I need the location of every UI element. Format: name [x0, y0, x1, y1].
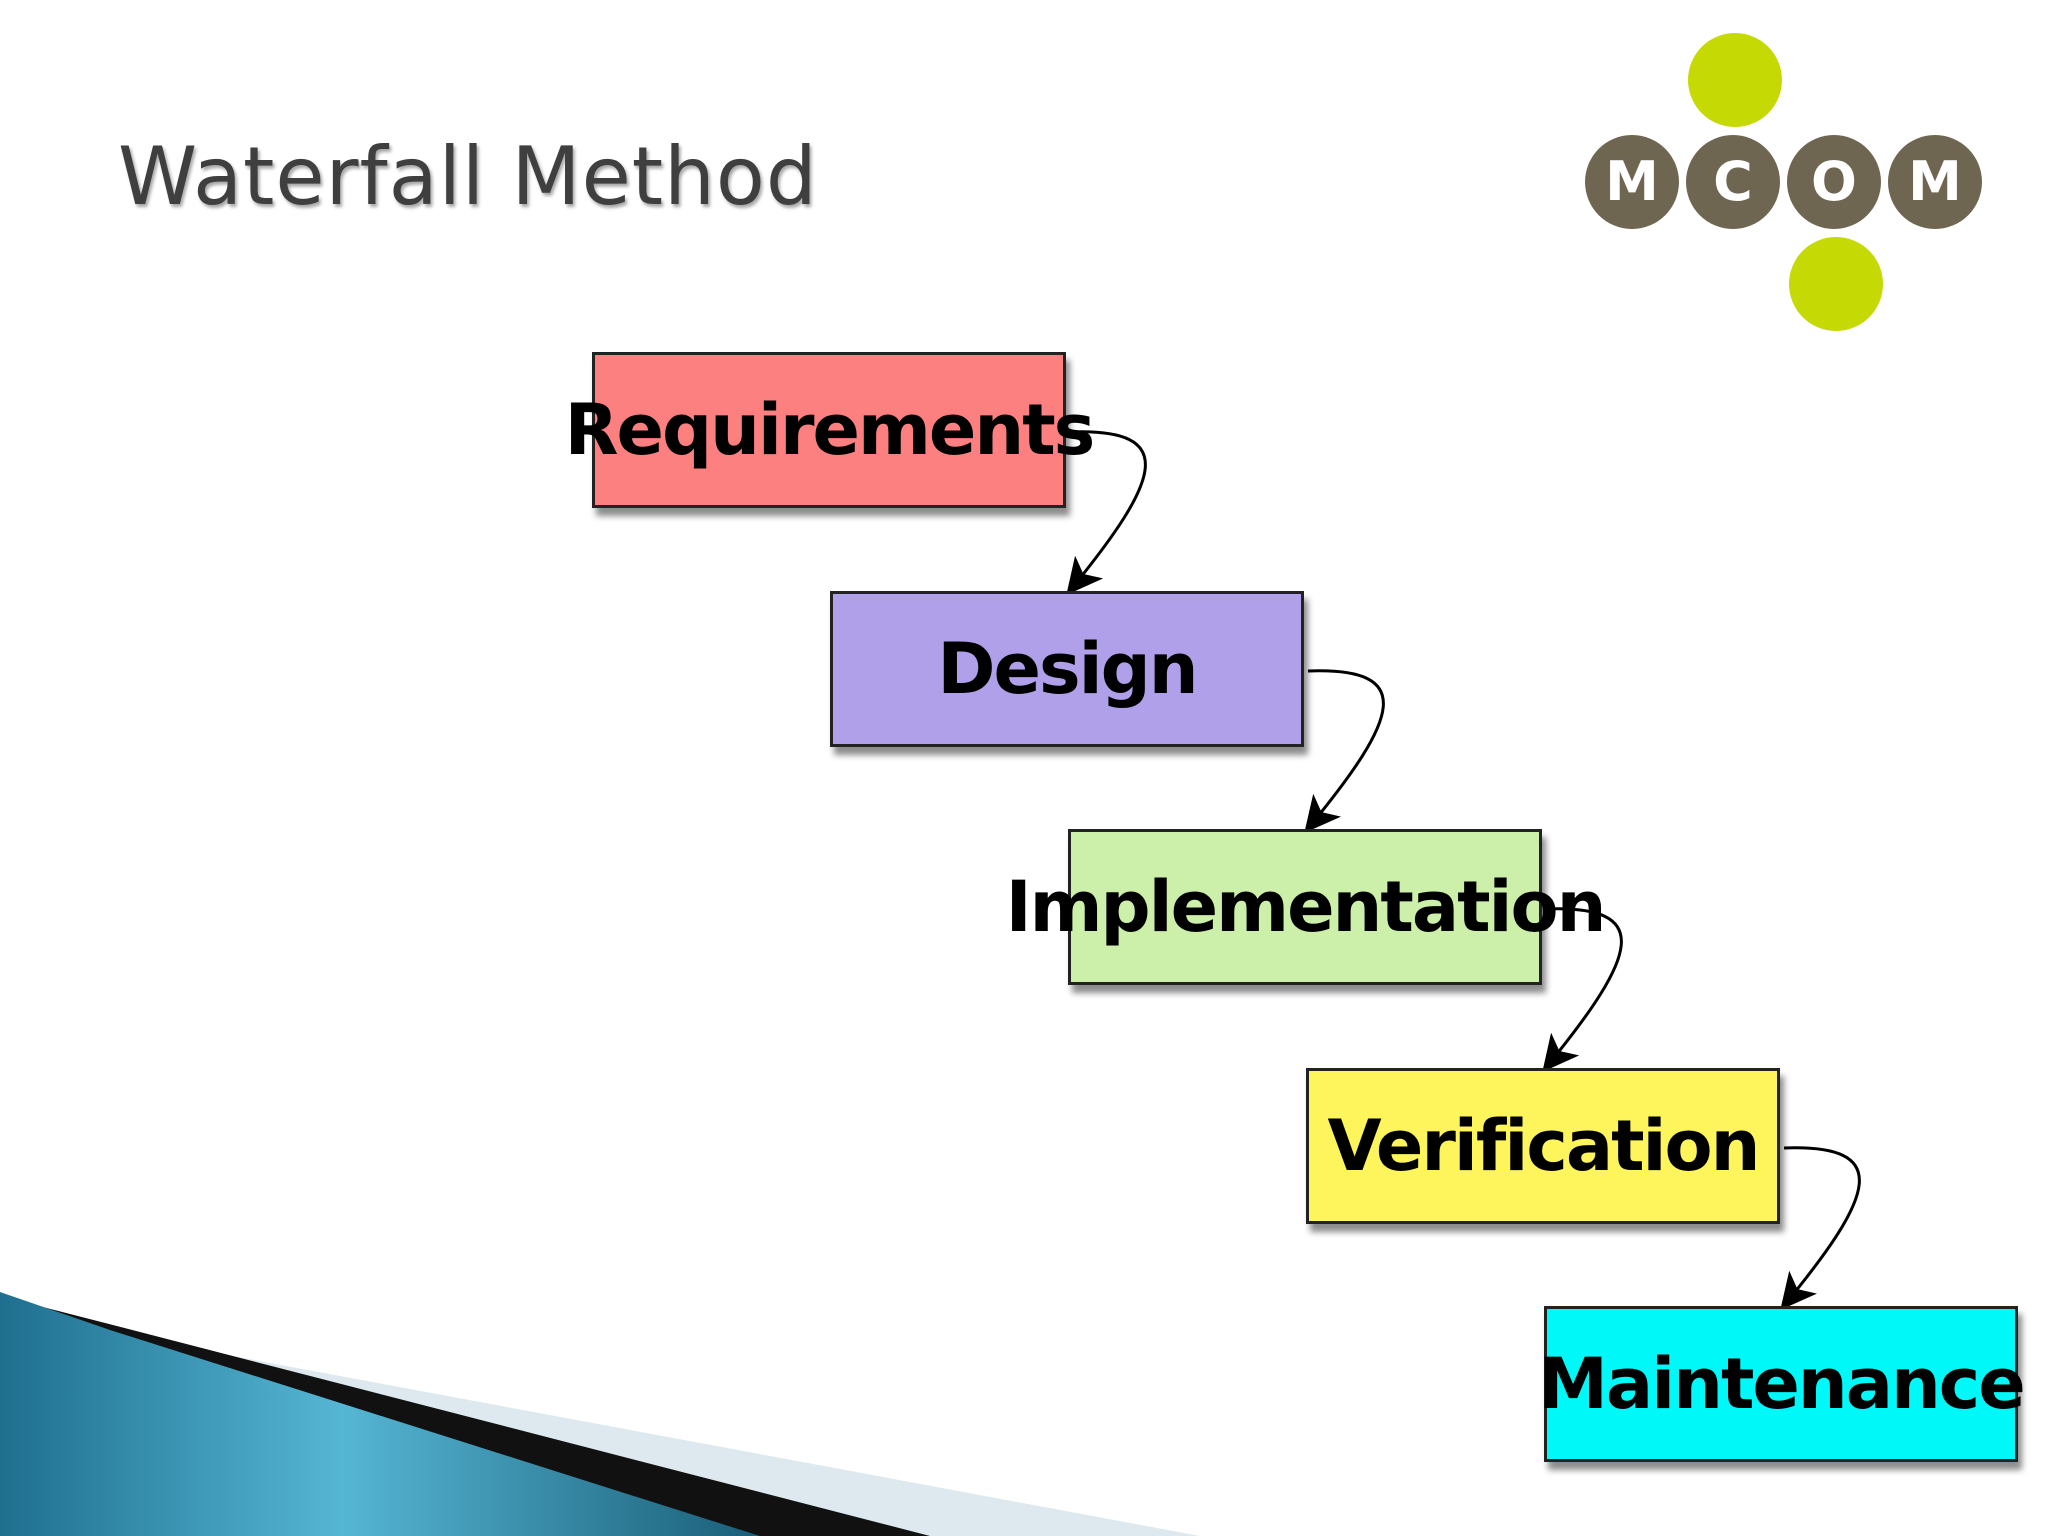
logo-dot-bottom — [1789, 237, 1883, 331]
stage-maintenance: Maintenance — [1538, 1306, 2026, 1462]
stage-implementation: Implementation — [1006, 829, 1606, 985]
logo-letter-c: C — [1686, 135, 1780, 229]
mcom-logo: M C O M — [1585, 33, 1985, 333]
slide-title: Waterfall Method — [118, 130, 818, 223]
logo-letter-o: O — [1787, 135, 1881, 229]
stage-design: Design — [830, 591, 1304, 747]
stage-requirements: Requirements — [565, 352, 1095, 508]
logo-dot-top — [1688, 33, 1782, 127]
logo-letter-m2: M — [1888, 135, 1982, 229]
logo-letter-m1: M — [1585, 135, 1679, 229]
stage-verification: Verification — [1306, 1068, 1780, 1224]
